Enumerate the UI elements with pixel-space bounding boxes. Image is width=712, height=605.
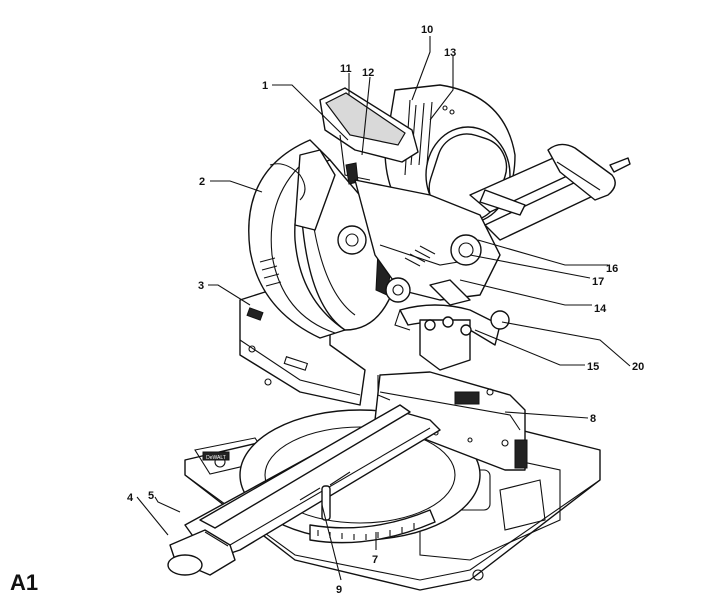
- callout-11: 11: [340, 63, 352, 75]
- callout-15: 15: [587, 361, 599, 373]
- callout-16: 16: [606, 263, 618, 275]
- callout-7: 7: [372, 554, 378, 566]
- nameplate-text: DeWALT: [206, 455, 226, 461]
- front-handle-knob: [168, 555, 202, 575]
- callout-12: 12: [362, 67, 374, 79]
- bevel-knob: [491, 311, 509, 329]
- callout-4: 4: [127, 492, 134, 504]
- bevel-lock-knob: [451, 235, 481, 265]
- callout-3: 3: [198, 280, 204, 292]
- callout-5: 5: [148, 490, 154, 502]
- brand-nameplate: DeWALT: [203, 452, 229, 461]
- callout-17: 17: [592, 276, 604, 288]
- callout-2: 2: [199, 176, 205, 188]
- callout-20: 20: [632, 361, 644, 373]
- callout-10: 10: [421, 24, 433, 36]
- callout-9: 9: [336, 584, 342, 596]
- figure-label: A1: [10, 570, 38, 595]
- callout-13: 13: [444, 47, 456, 59]
- callout-1: 1: [262, 80, 268, 92]
- callout-14: 14: [594, 303, 607, 315]
- miter-lock-lever: [322, 486, 330, 520]
- callout-8: 8: [590, 413, 596, 425]
